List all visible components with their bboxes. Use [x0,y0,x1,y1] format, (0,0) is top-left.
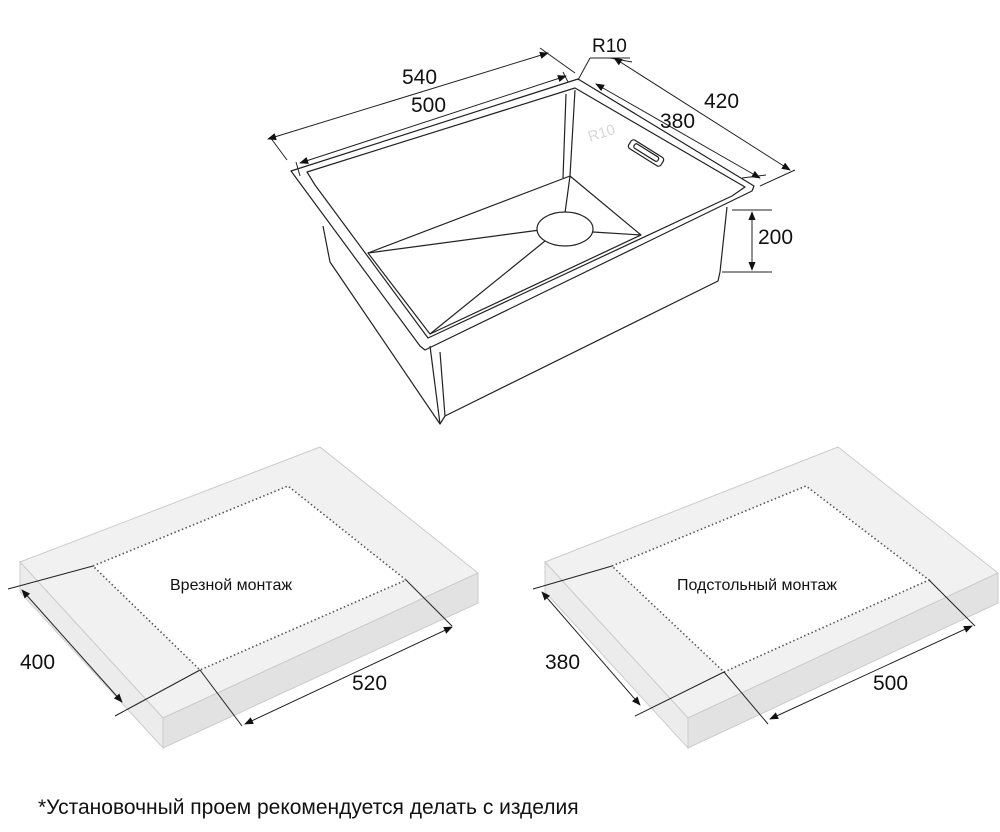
dim-label-520: 520 [352,672,387,695]
sink-body-front [444,206,728,417]
cutout-undermount-label: Подстольный монтаж [677,577,837,594]
cutout-flush [91,485,408,671]
dim-line-400 [21,589,123,703]
dim-label-420: 420 [704,90,739,113]
cutout-flush-label: Врезной монтаж [170,577,292,594]
cutout-flush-dimensions [7,565,453,727]
dim-label-200: 200 [758,226,793,249]
drain-hole [536,211,594,247]
cutout-undermount-dimensions [532,565,976,725]
dim-line-380-top [595,83,761,179]
sink-dimensions [267,47,796,273]
countertop-flush [19,446,479,750]
countertop-undermount [544,446,999,750]
dim-label-380-top: 380 [660,110,695,133]
dim-label-500: 500 [411,94,446,117]
sink-rim-inner [306,87,746,339]
dim-line-500-bottom [769,625,973,720]
dim-label-r10: R10 [592,36,627,57]
dim-label-500-bottom: 500 [873,672,908,695]
dim-line-380-bottom [541,591,641,706]
dim-line-500 [299,75,567,164]
dim-line-520 [244,626,453,725]
footnote: *Установочный проем рекомендуется делать… [38,796,579,819]
dim-label-380-bottom: 380 [545,651,580,674]
dim-label-540: 540 [402,66,437,89]
dim-label-400: 400 [20,651,55,674]
